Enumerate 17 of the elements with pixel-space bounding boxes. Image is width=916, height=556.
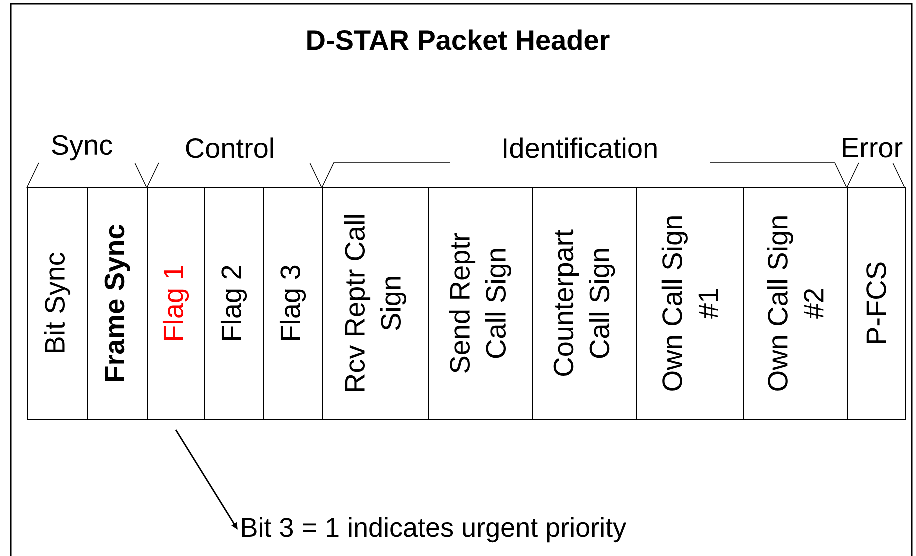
field-cell: Frame Sync: [87, 187, 148, 420]
note-text: Bit 3 = 1 indicates urgent priority: [242, 517, 627, 543]
group-label: Control: [186, 138, 274, 158]
field-cell: Rcv Reptr Call Sign: [322, 187, 429, 420]
field-cell: Bit Sync: [27, 187, 88, 420]
field-cell: Own Call Sign #2: [743, 187, 848, 420]
field-cell: Counterpart Call Sign: [532, 187, 637, 420]
field-cell: Own Call Sign #1: [636, 187, 744, 420]
group-label: Error: [843, 138, 903, 158]
group-label: Sync: [52, 135, 112, 161]
field-cell: Send Reptr Call Sign: [428, 187, 533, 420]
field-cell: Flag 1: [147, 187, 205, 420]
field-cell: Flag 2: [204, 187, 264, 420]
field-cell: Flag 3: [263, 187, 323, 420]
title: D-STAR Packet Header: [308, 30, 610, 50]
field-cell: P-FCS: [847, 187, 906, 420]
group-label: Identification: [504, 138, 657, 158]
